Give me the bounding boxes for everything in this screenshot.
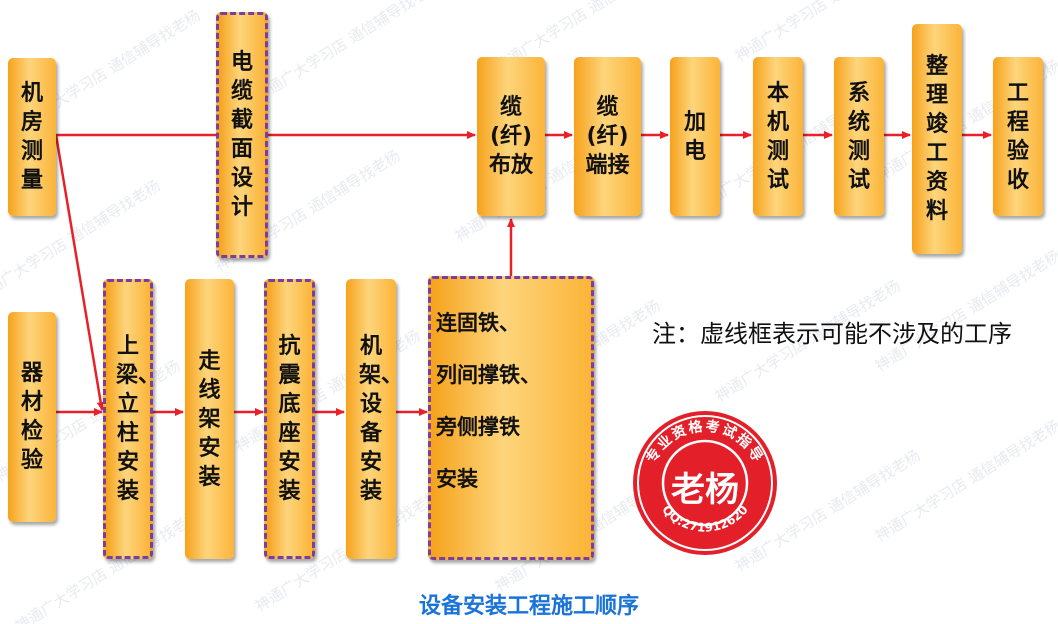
box-liangutie-anzhuang: 连固铁、 列间撑铁、 旁侧撑铁 安装 [428, 276, 594, 560]
box-shangliang-lizhu-anzhuang-label: 上梁、立柱安装 [116, 334, 161, 504]
box-xitong-ceshi: 系统测试 [834, 57, 884, 216]
box-lan-duanjie: 缆(纤)端接 [574, 57, 641, 216]
box-kangzhen-dizuo-anzhuang: 抗震底座安装 [264, 279, 315, 559]
box-qicai-jianyan: 器材检验 [8, 312, 56, 522]
teacher-stamp: 专业资格考试指导 QQ:271912620 老杨 [630, 408, 780, 558]
box-jijia-shebei-anzhuang: 机架、设备安装 [346, 279, 404, 559]
box-jiadian: 加电 [670, 57, 720, 216]
box-zouxianjia-anzhuang-label: 走线架安装 [198, 348, 221, 490]
box-zouxianjia-anzhuang: 走线架安装 [185, 279, 234, 559]
box-kangzhen-dizuo-anzhuang-label: 抗震底座安装 [278, 334, 301, 504]
box-gongcheng-yanshou: 工程验收 [993, 57, 1043, 216]
box-xitong-ceshi-label: 系统测试 [847, 80, 870, 193]
box-zhengli-jungong-ziliao: 整理竣工资料 [912, 24, 962, 254]
box-lan-bufang-label: 缆(纤)布放 [488, 95, 533, 178]
box-jifang-celiang-label: 机房测量 [20, 81, 43, 193]
box-benji-ceshi: 本机测试 [753, 57, 803, 216]
diagram-caption: 设备安装工程施工顺序 [418, 594, 639, 619]
box-jifang-celiang: 机房测量 [8, 58, 56, 216]
box-qicai-jianyan-label: 器材检验 [20, 361, 43, 473]
stamp-seal-graphic: 专业资格考试指导 QQ:271912620 [633, 411, 777, 555]
stamp-name: 老杨 [671, 470, 739, 510]
box-gongcheng-yanshou-label: 工程验收 [1006, 80, 1029, 193]
box-jijia-shebei-anzhuang-label: 机架、设备安装 [359, 334, 404, 504]
dashed-box-note: 注：虚线框表示可能不涉及的工序 [652, 320, 1012, 348]
arrow-jifang-to-shangliang [54, 134, 105, 411]
box-dianlan-jiemian-sheji: 电缆截面设计 [216, 12, 268, 258]
box-shangliang-lizhu-anzhuang: 上梁、立柱安装 [103, 279, 161, 559]
box-jiadian-label: 加电 [683, 109, 706, 164]
box-lan-bufang: 缆(纤)布放 [477, 57, 545, 216]
box-zhengli-jungong-ziliao-label: 整理竣工资料 [925, 54, 948, 224]
box-dianlan-jiemian-sheji-label: 电缆截面设计 [230, 50, 253, 220]
box-lan-duanjie-label: 缆(纤)端接 [585, 95, 630, 178]
box-benji-ceshi-label: 本机测试 [766, 80, 789, 193]
box-liangutie-anzhuang-label: 连固铁、 列间撑铁、 旁侧撑铁 安装 [436, 311, 541, 491]
